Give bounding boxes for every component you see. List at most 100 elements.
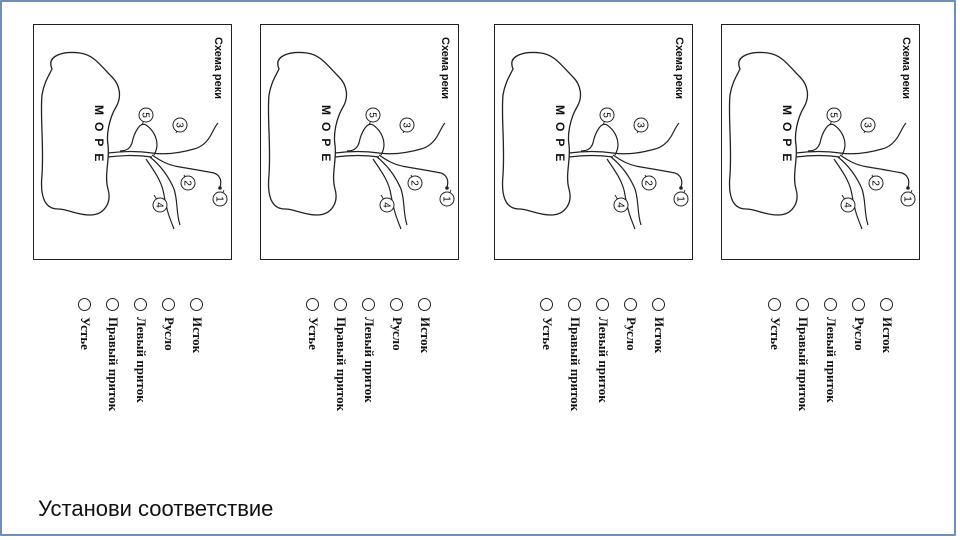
radio-circle-icon[interactable] xyxy=(362,298,376,311)
radio-circle-icon[interactable] xyxy=(334,298,348,311)
river-line-6 xyxy=(145,158,175,230)
option-5[interactable]: Устье xyxy=(304,298,322,350)
option-1[interactable]: Исток xyxy=(188,298,206,353)
radio-circle-icon[interactable] xyxy=(568,298,582,311)
marker-circle xyxy=(152,197,168,213)
task-instruction: Установи соответствие xyxy=(38,496,274,521)
option-3[interactable]: Левый приток xyxy=(822,298,840,403)
radio-circle-icon[interactable] xyxy=(652,298,666,311)
radio-circle-icon[interactable] xyxy=(540,298,554,311)
option-2[interactable]: Русло xyxy=(622,298,640,351)
marker-circle xyxy=(633,117,649,133)
radio-circle-icon[interactable] xyxy=(390,298,404,311)
option-label: Правый приток xyxy=(334,317,349,412)
marker-3: 3 xyxy=(172,117,188,134)
marker-circle xyxy=(840,197,856,213)
option-4[interactable]: Правый приток xyxy=(566,298,584,411)
radio-circle-icon[interactable] xyxy=(134,298,148,311)
river-line-1 xyxy=(334,122,446,155)
marker-circle xyxy=(407,175,423,191)
marker-circle xyxy=(599,107,615,123)
marker-4: 4 xyxy=(152,194,168,213)
radio-circle-icon[interactable] xyxy=(596,298,610,311)
radio-circle-icon[interactable] xyxy=(796,298,810,311)
option-label: Исток xyxy=(190,317,205,354)
option-5[interactable]: Устье xyxy=(766,298,784,350)
option-label: Русло xyxy=(390,317,405,351)
marker-number: 4 xyxy=(381,202,392,208)
radio-circle-icon[interactable] xyxy=(418,298,432,311)
radio-circle-icon[interactable] xyxy=(106,298,120,311)
river-line-4 xyxy=(839,154,910,188)
river-line-2 xyxy=(568,154,614,158)
option-label: Левый приток xyxy=(134,317,149,403)
option-1[interactable]: Исток xyxy=(878,298,896,353)
option-5[interactable]: Устье xyxy=(76,298,94,350)
radio-circle-icon[interactable] xyxy=(852,298,866,311)
river-line-4 xyxy=(151,154,222,188)
marker-circle xyxy=(439,191,455,207)
option-label: Правый приток xyxy=(568,317,583,412)
marker-2: 2 xyxy=(641,174,657,191)
option-label: Русло xyxy=(624,317,639,351)
radio-circle-icon[interactable] xyxy=(880,298,894,311)
river-line-5 xyxy=(149,156,181,226)
option-4[interactable]: Правый приток xyxy=(332,298,350,411)
option-label: Устье xyxy=(540,317,555,350)
option-label: Русло xyxy=(852,317,867,351)
sea-label: МОРЕ xyxy=(319,105,333,169)
radio-circle-icon[interactable] xyxy=(162,298,176,311)
option-2[interactable]: Русло xyxy=(160,298,178,351)
marker-number: 3 xyxy=(635,122,646,128)
river-line-5 xyxy=(837,156,869,226)
scheme-title: Схема реки xyxy=(673,37,685,100)
option-3[interactable]: Левый приток xyxy=(132,298,150,403)
option-1[interactable]: Исток xyxy=(416,298,434,353)
marker-number: 5 xyxy=(367,112,378,118)
radio-circle-icon[interactable] xyxy=(78,298,92,311)
option-2[interactable]: Русло xyxy=(850,298,868,351)
radio-circle-icon[interactable] xyxy=(306,298,320,311)
marker-circle xyxy=(613,197,629,213)
marker-1: 1 xyxy=(673,189,689,207)
sea-outline xyxy=(40,51,121,216)
option-1[interactable]: Исток xyxy=(650,298,668,353)
radio-circle-icon[interactable] xyxy=(824,298,838,311)
option-label: Левый приток xyxy=(824,317,839,403)
marker-number: 1 xyxy=(902,196,913,202)
option-5[interactable]: Устье xyxy=(538,298,556,350)
option-3[interactable]: Левый приток xyxy=(594,298,612,403)
marker-circle xyxy=(180,175,196,191)
river-line-1 xyxy=(107,122,219,155)
marker-circle xyxy=(399,117,415,133)
source-dot xyxy=(906,186,910,190)
radio-circle-icon[interactable] xyxy=(190,298,204,311)
option-label: Левый приток xyxy=(362,317,377,403)
option-4[interactable]: Правый приток xyxy=(104,298,122,411)
marker-number: 5 xyxy=(601,112,612,118)
river-line-2 xyxy=(795,154,841,158)
marker-number: 4 xyxy=(842,202,853,208)
marker-number: 2 xyxy=(409,180,420,186)
option-label: Левый приток xyxy=(596,317,611,403)
river-line-4 xyxy=(378,154,449,188)
marker-circle xyxy=(172,117,188,133)
option-2[interactable]: Русло xyxy=(388,298,406,351)
marker-4: 4 xyxy=(379,194,395,213)
answer-options-4: Исток Русло Левый приток Правый приток Устье xyxy=(752,298,902,443)
radio-circle-icon[interactable] xyxy=(624,298,638,311)
option-3[interactable]: Левый приток xyxy=(360,298,378,403)
marker-circle xyxy=(365,107,381,123)
marker-circle xyxy=(860,117,876,133)
marker-circle xyxy=(673,191,689,207)
option-4[interactable]: Правый приток xyxy=(794,298,812,411)
radio-circle-icon[interactable] xyxy=(768,298,782,311)
option-label: Правый приток xyxy=(106,317,121,412)
river-line-5 xyxy=(610,156,642,226)
marker-2: 2 xyxy=(868,174,884,191)
marker-number: 5 xyxy=(828,112,839,118)
